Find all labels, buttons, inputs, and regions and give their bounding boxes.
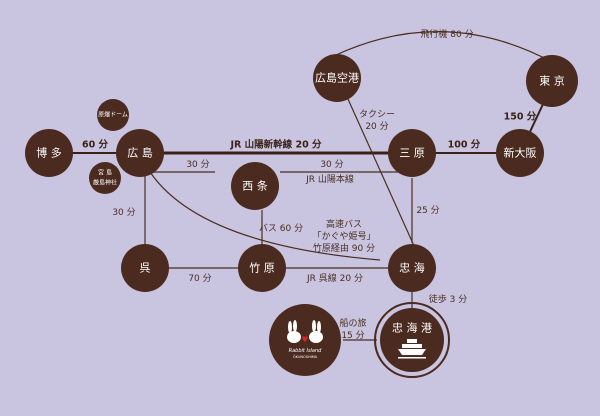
ship-icon (398, 339, 426, 359)
node-itsukushima-label-1: 宮 島 (98, 169, 112, 177)
label-saijo-mihara: 30 分 (320, 159, 343, 170)
node-tadanoumi-label: 忠 海 (399, 261, 425, 275)
label-highway-bus-2: 「かぐや姫号」 (312, 230, 375, 242)
rabbit-icon (287, 320, 323, 343)
line-airport-tadanoumi-taxi (342, 87, 416, 249)
node-tadanoumi-port[interactable]: 忠 海 港 (374, 302, 450, 378)
node-saijo[interactable]: 西 条 (231, 162, 279, 210)
label-taxi-1: タクシー (359, 109, 395, 120)
edge-labels: 60 分 JR 山陽新幹線 20 分 100 分 150 分 飛行機 80 分 … (82, 28, 537, 341)
node-tadanoumi-port-ring (374, 302, 450, 378)
node-mihara-label: 三 原 (399, 147, 425, 160)
node-hiroshima-airport-label: 広島空港 (315, 71, 359, 85)
node-tokyo[interactable]: 東 京 (526, 55, 578, 107)
label-airport-tokyo: 飛行機 80 分 (420, 28, 473, 40)
node-mihara[interactable]: 三 原 (388, 129, 436, 177)
label-mihara-shinosaka: 100 分 (448, 139, 481, 151)
label-bus-saijo-takehara: バス 60 分 (259, 223, 303, 234)
node-atomic-dome[interactable]: 原爆ドーム (97, 99, 129, 131)
label-hiroshima-kure: 30 分 (112, 207, 135, 218)
node-shin-osaka-label: 新大阪 (504, 146, 537, 160)
node-hiroshima-label: 広 島 (127, 146, 153, 160)
label-ferry-1: 船の旅 (339, 317, 366, 329)
node-saijo-label: 西 条 (242, 179, 268, 193)
node-shin-osaka[interactable]: 新大阪 (496, 129, 544, 177)
label-sanyo-line: JR 山陽本線 (305, 173, 354, 185)
label-kure-line: JR 呉線 20 分 (306, 272, 363, 284)
label-ferry-2: 15 分 (341, 330, 364, 341)
label-hiroshima-saijo: 30 分 (186, 159, 209, 170)
node-hiroshima[interactable]: 広 島 (116, 129, 164, 177)
node-takehara-label: 竹 原 (249, 261, 275, 275)
rabbit-island-script: Rabbit Island (289, 348, 323, 354)
label-highway-bus-1: 高速バス (326, 218, 362, 230)
label-shinkansen: JR 山陽新幹線 20 分 (230, 139, 322, 151)
node-takehara[interactable]: 竹 原 (238, 244, 286, 292)
label-highway-bus-3: 竹原経由 90 分 (313, 242, 375, 254)
line-airport-tokyo (335, 31, 553, 63)
node-kure[interactable]: 呉 (121, 244, 169, 292)
rabbit-island-name: ŌKUNOSHIMA (293, 354, 318, 359)
node-tadanoumi[interactable]: 忠 海 (388, 244, 436, 292)
node-hakata[interactable]: 博 多 (25, 129, 73, 177)
node-itsukushima[interactable]: 宮 島 厳島神社 (89, 162, 121, 194)
line-highway-bus (149, 171, 381, 261)
heart-icon (302, 336, 308, 342)
node-hiroshima-airport[interactable]: 広島空港 (313, 54, 361, 102)
label-hakata-hiroshima: 60 分 (82, 139, 109, 151)
label-shinosaka-tokyo: 150 分 (504, 111, 537, 123)
node-tadanoumi-port-label: 忠 海 港 (392, 321, 432, 335)
label-walk: 徒歩 3 分 (429, 293, 467, 305)
label-kure-takehara: 70 分 (188, 273, 211, 284)
label-taxi-2: 20 分 (365, 121, 388, 132)
node-tokyo-label: 東 京 (539, 74, 565, 88)
node-kure-label: 呉 (140, 262, 151, 275)
node-itsukushima-label-2: 厳島神社 (93, 179, 117, 187)
node-rabbit-island[interactable]: Rabbit Island ŌKUNOSHIMA (269, 304, 341, 376)
label-mihara-tadanoumi: 25 分 (416, 205, 439, 216)
node-atomic-dome-label: 原爆ドーム (98, 111, 128, 119)
node-hakata-label: 博 多 (36, 146, 62, 160)
